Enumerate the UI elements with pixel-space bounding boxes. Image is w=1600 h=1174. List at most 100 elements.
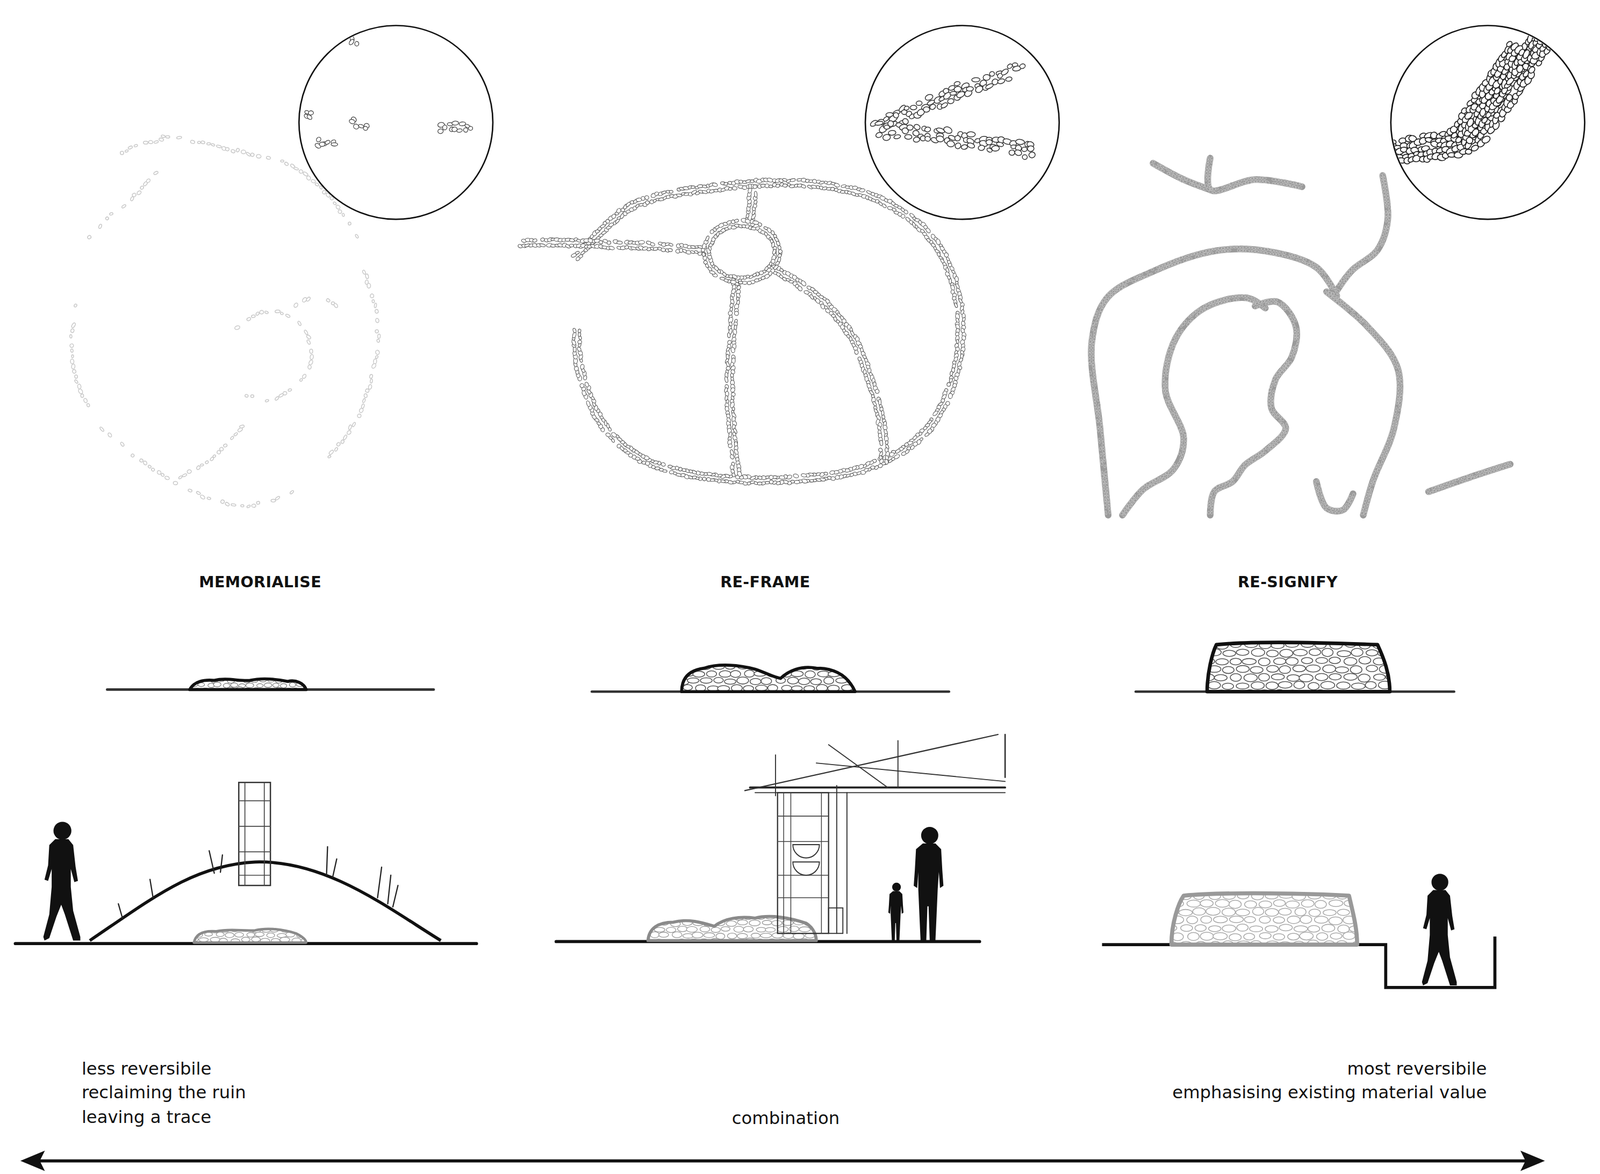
stone [197, 141, 202, 145]
stone [235, 147, 240, 153]
stone [327, 455, 332, 459]
stone [187, 489, 193, 493]
stone [598, 240, 604, 245]
stone [661, 190, 667, 195]
stone [225, 147, 230, 152]
stone [70, 348, 74, 353]
stone [314, 182, 320, 187]
stone [577, 328, 581, 334]
stone [280, 311, 284, 315]
stone [164, 475, 170, 480]
stone [734, 218, 739, 223]
stone [735, 479, 741, 484]
stone [362, 269, 367, 275]
stone [259, 310, 264, 315]
stone [240, 504, 245, 508]
stone [748, 183, 752, 189]
stone [87, 234, 92, 240]
stone [240, 149, 246, 154]
stone [374, 303, 377, 308]
stone [216, 144, 222, 149]
stone [701, 476, 707, 482]
stone [375, 349, 380, 356]
stone [374, 309, 379, 314]
stone [872, 400, 878, 407]
stone [139, 458, 144, 463]
stone [753, 199, 758, 205]
stone [98, 224, 103, 229]
stone [143, 140, 149, 145]
stone [71, 354, 74, 358]
stone [943, 252, 949, 258]
stone [255, 311, 260, 317]
stone [289, 490, 295, 495]
stone [306, 339, 311, 346]
stone [953, 302, 959, 308]
stone [782, 183, 788, 188]
stone [585, 400, 591, 408]
stone [669, 470, 674, 475]
stone [297, 320, 302, 327]
stone [376, 339, 380, 343]
stone [328, 449, 335, 456]
stone [72, 369, 77, 374]
plan-resignify [1087, 155, 1512, 518]
stone [303, 329, 309, 335]
stone [341, 213, 345, 218]
stone [127, 145, 134, 150]
stone [307, 359, 314, 366]
stone [71, 363, 76, 370]
stone [284, 161, 290, 167]
stone [338, 209, 343, 214]
stone [136, 190, 142, 196]
stone [369, 374, 373, 379]
stone [777, 245, 782, 251]
stone [80, 393, 84, 398]
stone [250, 394, 254, 398]
stone [223, 443, 228, 448]
stone [734, 311, 739, 317]
stone [246, 504, 251, 509]
stone [794, 480, 800, 485]
wall-line [1091, 248, 1337, 516]
stone [660, 247, 666, 253]
stone [335, 204, 341, 210]
stone [275, 496, 281, 501]
stone [948, 393, 953, 400]
stone [377, 334, 381, 339]
stone [732, 185, 738, 191]
stone [74, 379, 79, 384]
wall-line [706, 223, 778, 281]
stone [165, 135, 170, 139]
stone [854, 349, 859, 356]
stone [245, 152, 251, 157]
stone [572, 327, 577, 334]
stone [305, 296, 312, 303]
stone [348, 424, 353, 430]
stone [946, 382, 951, 387]
stone [256, 154, 262, 159]
stone [606, 240, 612, 246]
stone [305, 334, 312, 340]
stone [186, 469, 192, 475]
stone [274, 396, 280, 401]
stone [368, 384, 373, 390]
stone [77, 388, 84, 396]
stone [147, 464, 152, 469]
stone [691, 185, 696, 189]
stone [234, 325, 241, 331]
stone [569, 244, 574, 248]
stone [153, 140, 159, 144]
stone [577, 339, 583, 345]
stone [830, 187, 835, 191]
stone [206, 142, 211, 146]
stone [347, 221, 351, 226]
stone [668, 464, 673, 469]
stone [754, 191, 758, 198]
stone [70, 322, 77, 329]
stone [881, 203, 887, 209]
stone [239, 424, 245, 429]
stone [153, 170, 159, 176]
stone [298, 169, 304, 175]
stone [653, 246, 659, 251]
